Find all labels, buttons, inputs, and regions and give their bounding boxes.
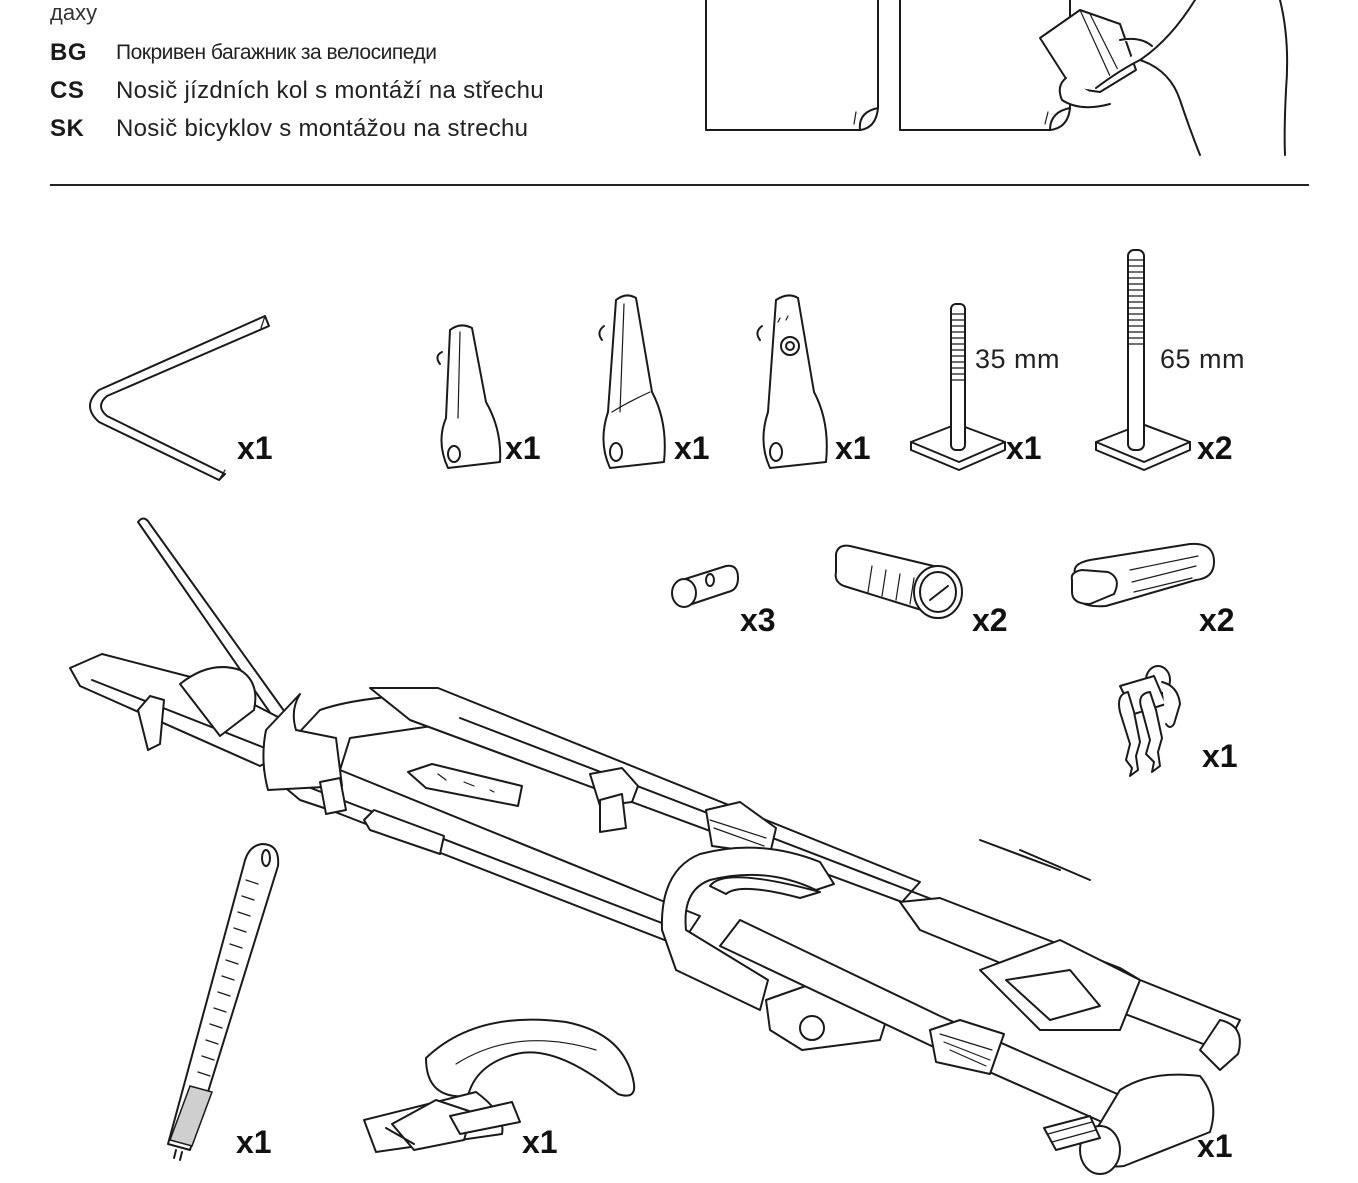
wheel-pad-icon [592,292,674,470]
quantity-label: x1 [1006,430,1042,466]
quantity-label: x2 [1197,430,1233,466]
quantity-label: x1 [236,1124,272,1160]
quantity-label: x1 [1197,1128,1233,1164]
bolt-length-label: 65 mm [1160,344,1246,374]
tbolt-65-icon [1090,244,1200,469]
language-title: Nosič bicyklov s montážou na strechu [116,115,529,142]
language-row-cs: CS Nosič jízdních kol s montáží na střec… [50,76,544,106]
end-cap-icon [1066,542,1218,612]
bolt-length-label: 35 mm [975,344,1061,374]
section-divider [50,184,1309,186]
quantity-label: x2 [972,602,1008,638]
language-title: Покривен багажник за велосипеди [116,41,437,64]
keys-icon [1114,664,1190,780]
cylinder-pin-icon [668,562,742,610]
lock-cylinder-icon [832,542,972,622]
quantity-label: x1 [237,430,273,466]
quantity-label: x3 [740,602,776,638]
language-row-sk: SK Nosič bicyklov s montážou na strechu [50,114,528,144]
rear-wheel-strap-icon [356,1004,640,1164]
language-row-bg: BG Покривен багажник за велосипеди [50,38,437,68]
quantity-label: x2 [1199,602,1235,638]
quantity-label: x1 [505,430,541,466]
quantity-label: x1 [835,430,871,466]
manual-illustration [700,0,1300,160]
language-title: Nosič jízdních kol s montáží na střechu [116,77,544,104]
bike-carrier-icon [60,510,1260,1180]
language-code: SK [50,115,85,142]
quantity-label: x1 [674,430,710,466]
wheel-strap-icon [160,840,290,1162]
header-fragment-text: даху [50,0,98,25]
ratchet-pad-icon [752,292,838,470]
quantity-label: x1 [522,1124,558,1160]
quantity-label: x1 [1202,738,1238,774]
tbolt-35-icon [905,298,1015,468]
allen-key-icon [85,310,275,480]
wheel-pad-icon [430,322,510,470]
language-code: CS [50,77,85,104]
language-code: BG [50,39,87,66]
